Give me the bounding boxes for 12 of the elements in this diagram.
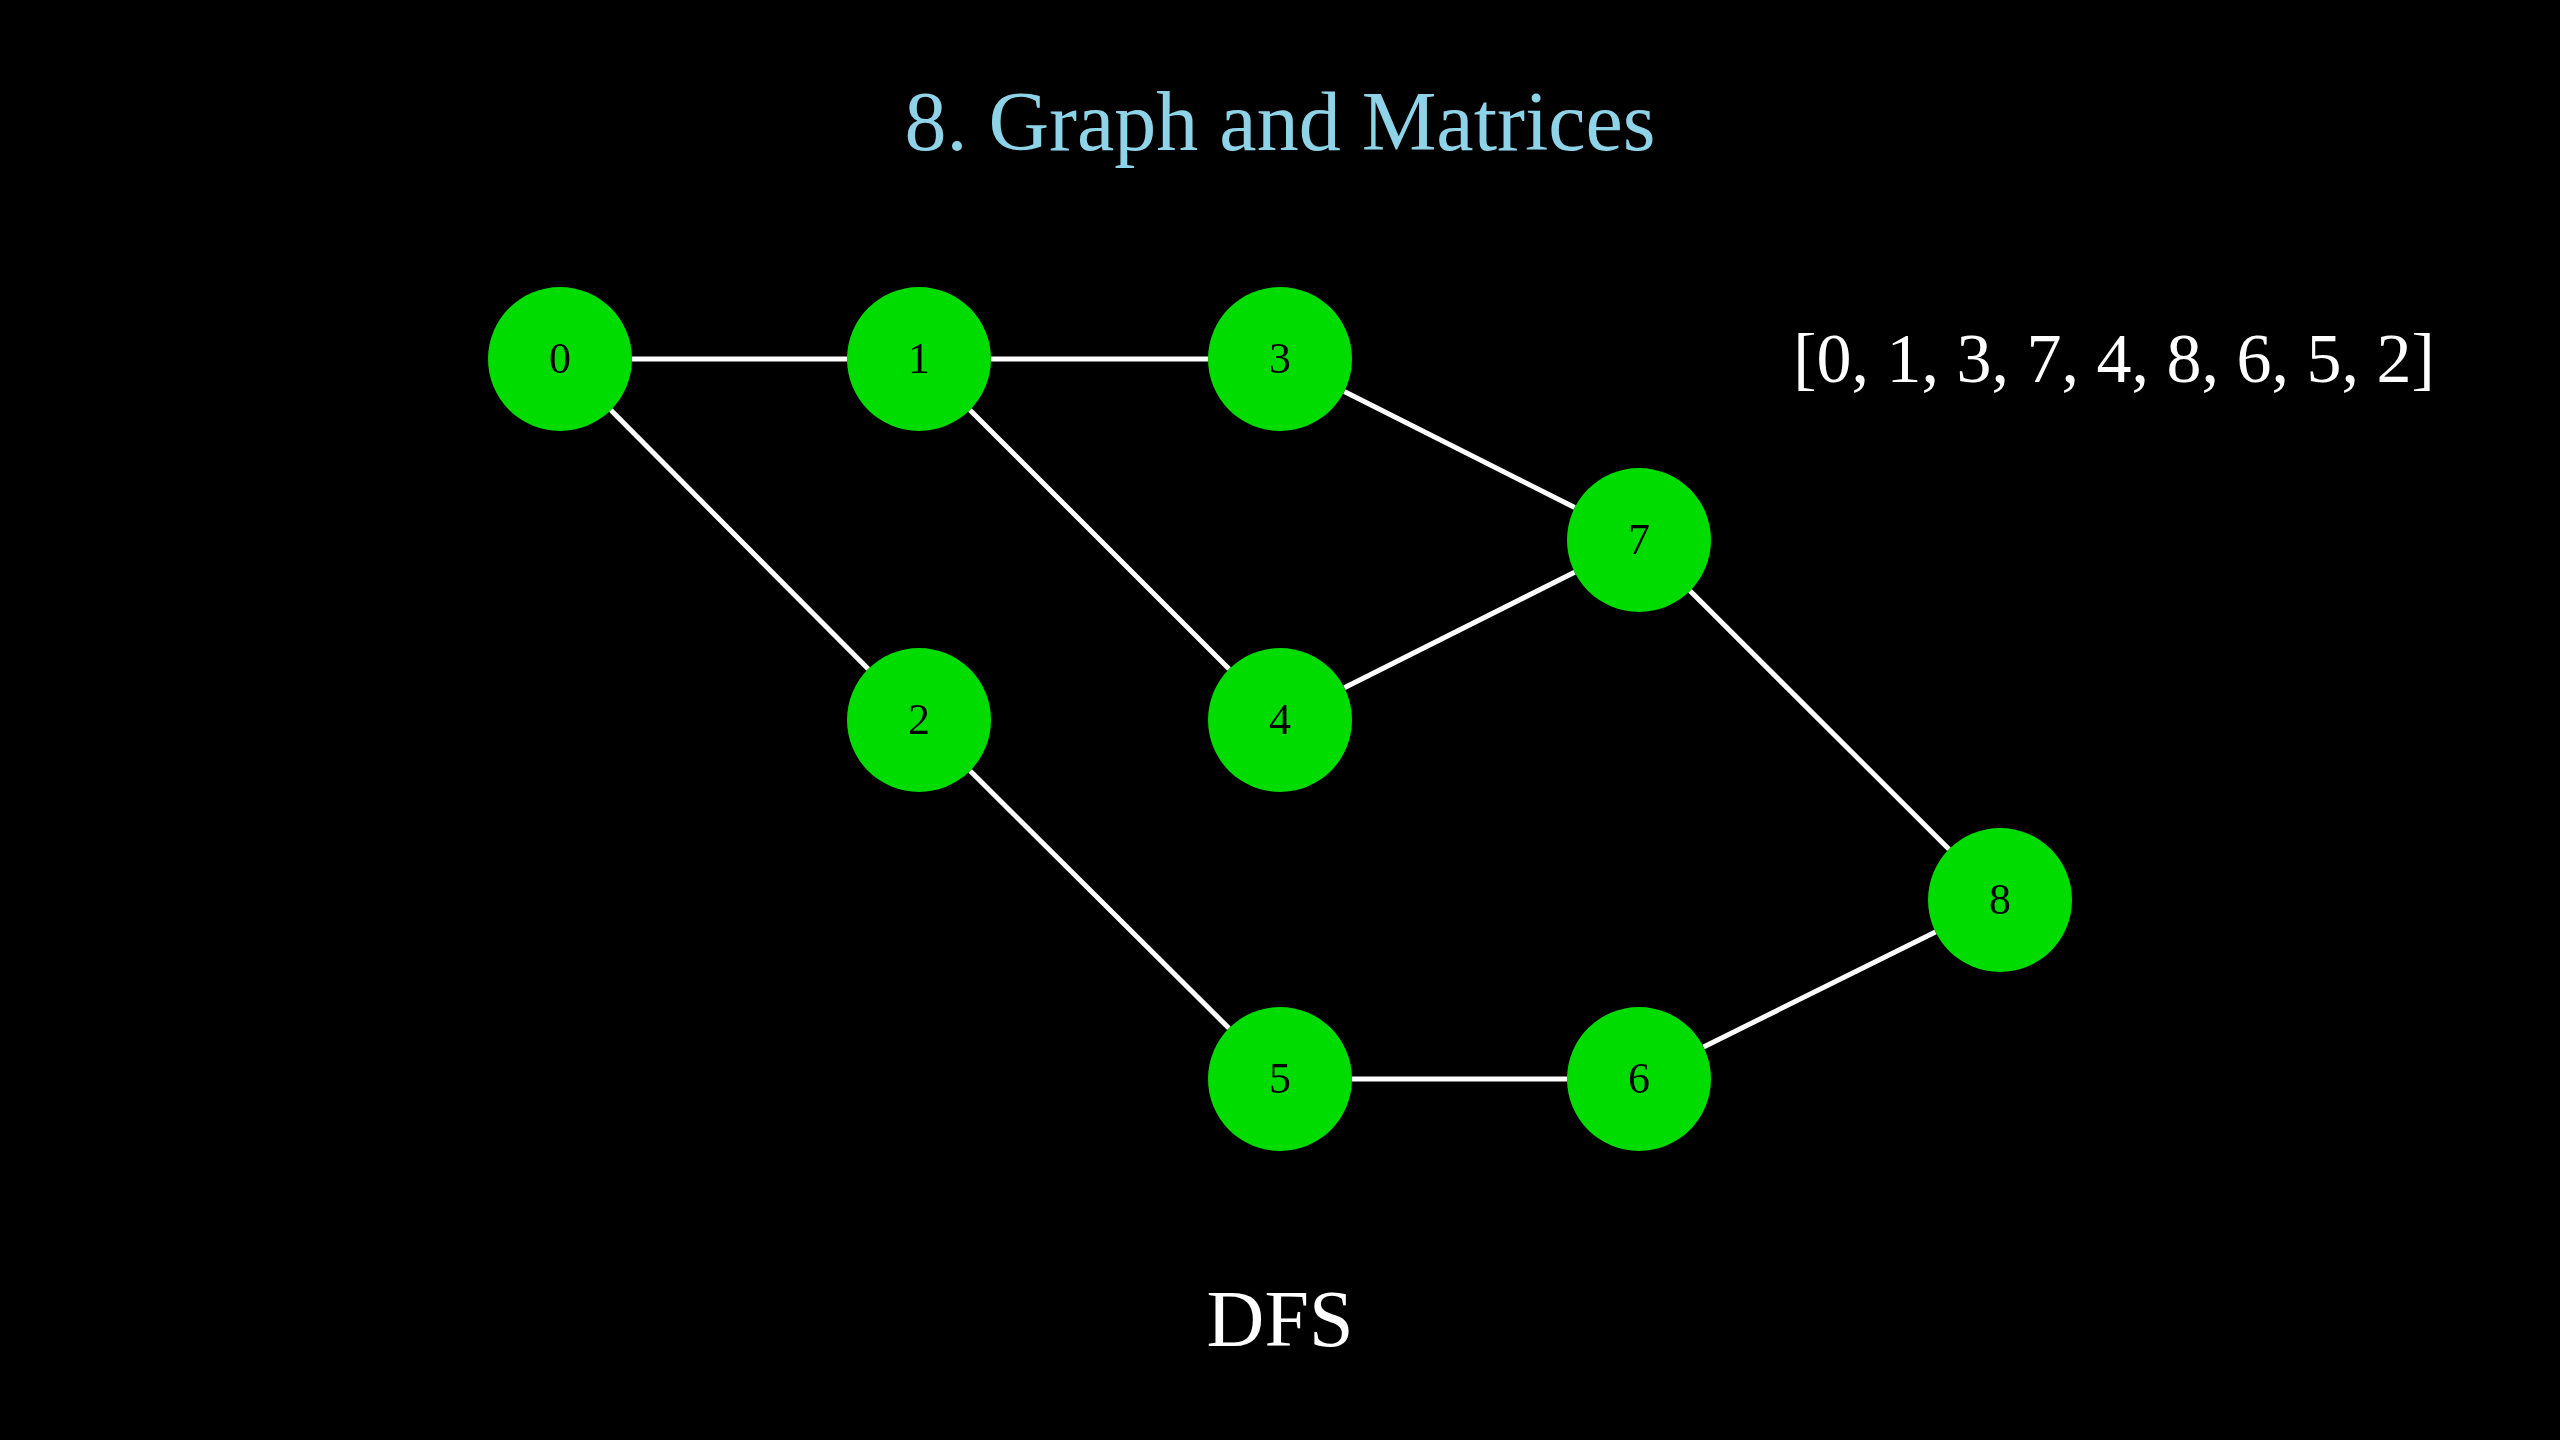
edge-line: [1343, 570, 1576, 690]
label-text: DFS: [1206, 1279, 1354, 1359]
edge-line: [968, 408, 1231, 671]
edge-line: [991, 356, 1208, 362]
label-text: [0, 1, 3, 7, 4, 8, 6, 5, 2]: [1793, 324, 2435, 394]
edge-line: [632, 356, 847, 362]
edge-line: [1688, 589, 1951, 851]
edge-line: [1352, 1076, 1567, 1082]
edge-line: [968, 769, 1231, 1030]
edge-line: [1343, 389, 1576, 510]
edge-line: [1702, 929, 1937, 1050]
edge-line: [609, 408, 870, 671]
